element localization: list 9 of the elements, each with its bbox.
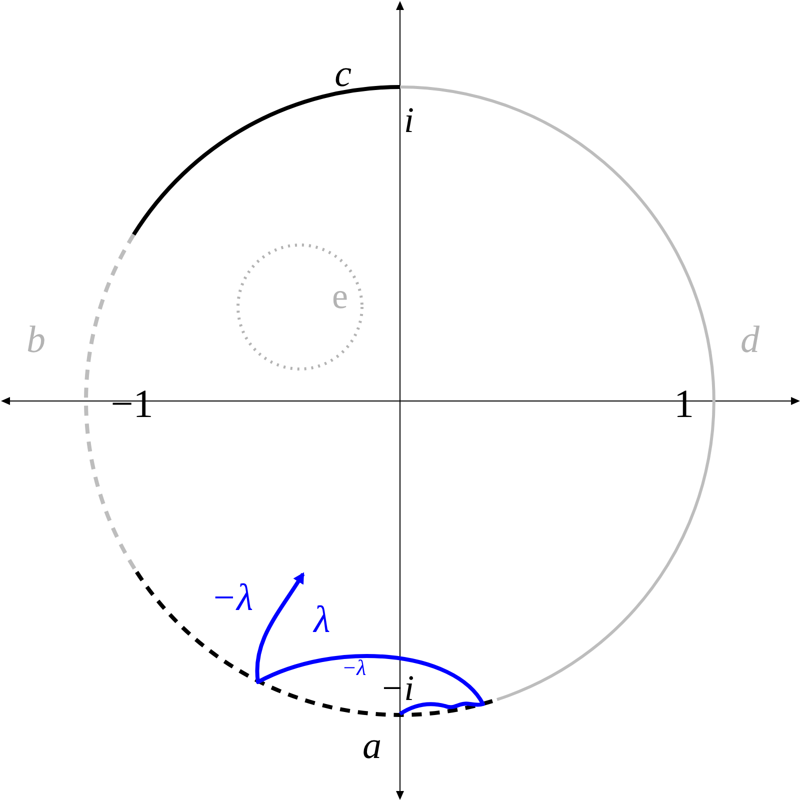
curve-label: −λ	[342, 657, 366, 679]
circle-label: e	[332, 278, 348, 314]
arc-label: a	[362, 727, 382, 765]
point-label: i	[404, 102, 414, 138]
arc-label: b	[26, 321, 46, 359]
arc-label: d	[740, 321, 760, 359]
curve-label: −λ	[210, 579, 254, 617]
curve-label: λ	[314, 601, 330, 639]
arc-label: c	[334, 55, 352, 93]
